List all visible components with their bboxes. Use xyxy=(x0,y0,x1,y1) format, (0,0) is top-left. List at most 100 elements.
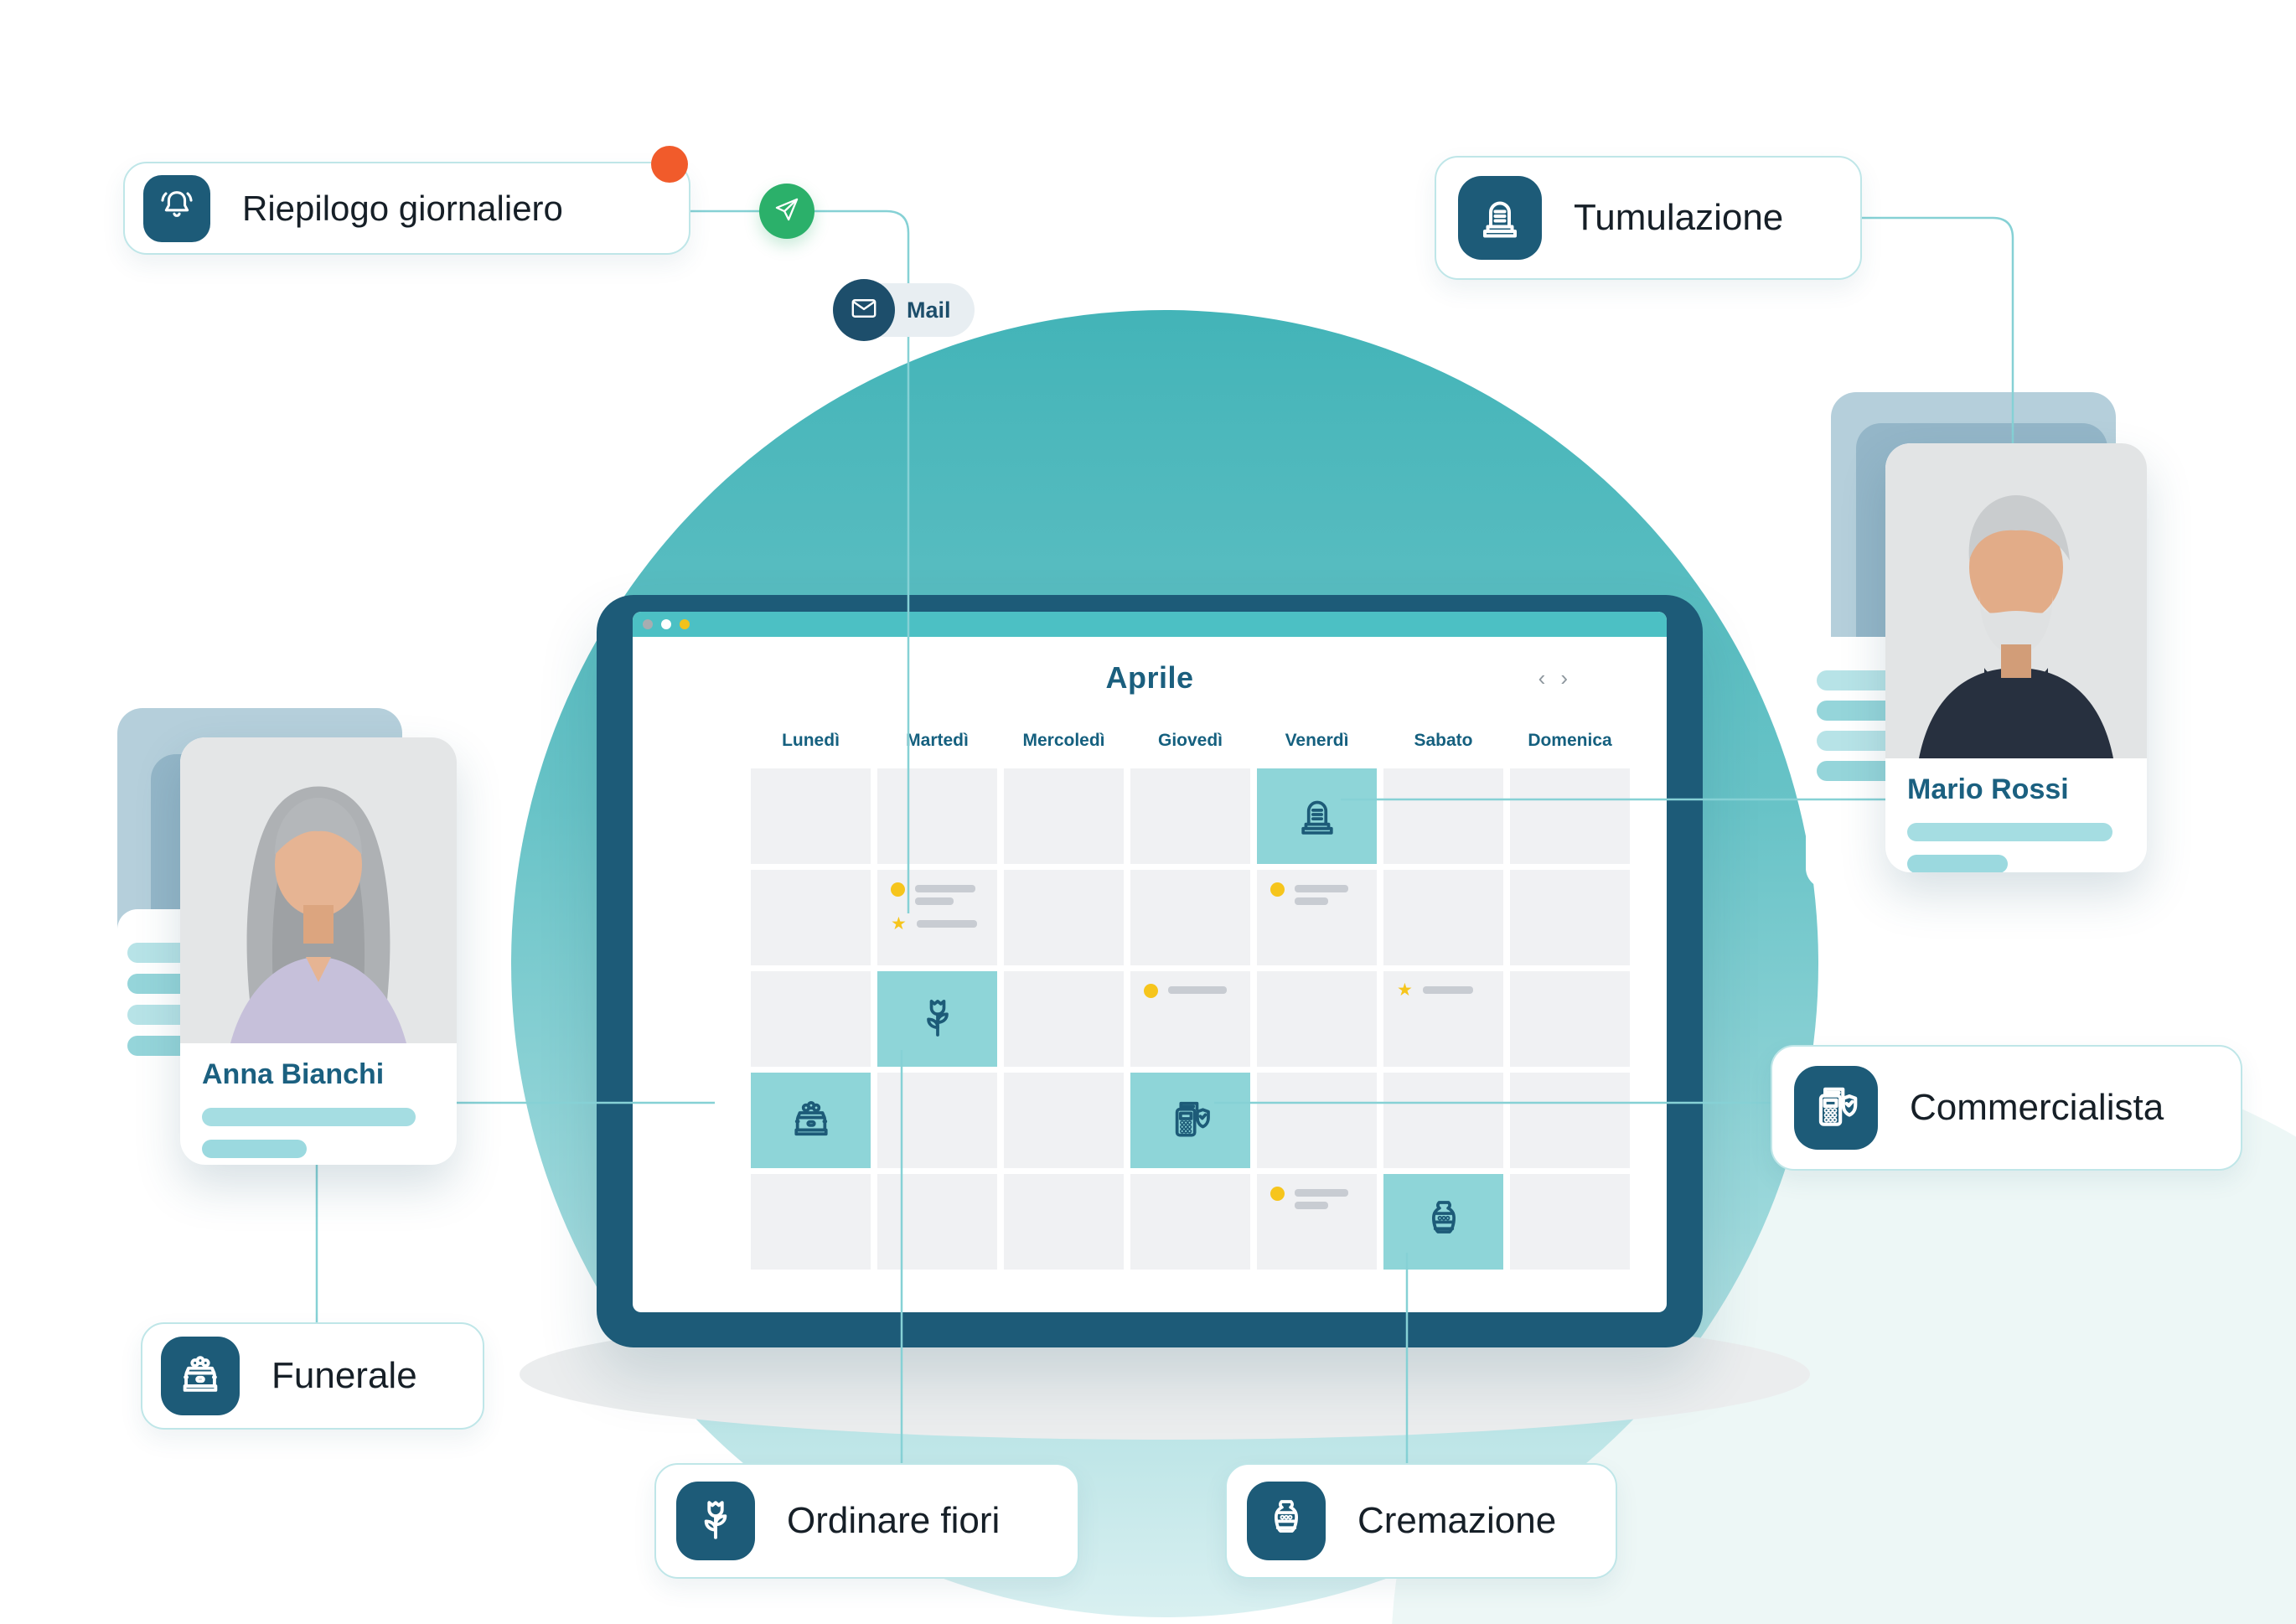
calendar-cell[interactable] xyxy=(1383,870,1503,965)
calendar-cell[interactable] xyxy=(1383,1073,1503,1168)
calendar-cell[interactable] xyxy=(1004,870,1124,965)
calendar-event-note[interactable]: ★ xyxy=(877,870,997,965)
calendar-cell[interactable] xyxy=(1510,1073,1630,1168)
calendar-cell[interactable] xyxy=(1004,1174,1124,1270)
urn-icon xyxy=(1247,1482,1326,1560)
prev-month-button[interactable]: ‹ xyxy=(1538,665,1546,690)
calendar-cell[interactable] xyxy=(751,1174,871,1270)
event-star-icon: ★ xyxy=(891,914,907,934)
callout-riepilogo[interactable]: Riepilogo giornaliero xyxy=(123,162,690,255)
calendar-cell[interactable] xyxy=(1510,971,1630,1067)
callout-tumulazione-label: Tumulazione xyxy=(1574,197,1784,238)
mario-portrait-photo xyxy=(1885,443,2147,758)
person-name-mario: Mario Rossi xyxy=(1907,773,2069,805)
calendar-cell[interactable] xyxy=(877,1073,997,1168)
event-line xyxy=(1144,982,1250,998)
event-text-bar xyxy=(1295,1189,1348,1197)
calendar-cell[interactable] xyxy=(1257,1073,1377,1168)
calendar-grid: ★★ xyxy=(751,768,1630,1270)
calendar-cell[interactable] xyxy=(751,971,871,1067)
calendar-cell[interactable] xyxy=(1510,1174,1630,1270)
mario-detail-bar xyxy=(1907,855,2008,872)
event-dot-marker xyxy=(891,882,905,897)
callout-funerale-label: Funerale xyxy=(271,1355,417,1396)
window-minimize-dot[interactable] xyxy=(661,619,671,629)
next-month-button[interactable]: › xyxy=(1560,665,1568,690)
tombstone-icon xyxy=(1458,176,1542,260)
anna-portrait-photo xyxy=(180,737,457,1043)
day-header-lunedi: Lunedì xyxy=(782,731,840,750)
window-maximize-dot[interactable] xyxy=(680,619,690,629)
calendar-event-urn[interactable] xyxy=(1383,1174,1503,1270)
flower-icon xyxy=(676,1482,755,1560)
event-text-bar xyxy=(916,920,977,928)
mail-badge-label: Mail xyxy=(907,297,951,323)
event-text-bar xyxy=(1295,1202,1328,1209)
day-header-domenica: Domenica xyxy=(1528,731,1612,750)
person-name-anna: Anna Bianchi xyxy=(202,1058,385,1090)
calendar-event-note[interactable] xyxy=(1257,870,1377,965)
calendar-cell[interactable] xyxy=(751,870,871,965)
connector-tumulazione-to-mario xyxy=(1837,216,2014,443)
browser-titlebar xyxy=(633,612,1667,637)
callout-funerale[interactable]: Funerale xyxy=(141,1322,484,1430)
calendar-cell[interactable] xyxy=(1510,768,1630,864)
calendar-cell[interactable] xyxy=(1004,971,1124,1067)
calendar-event-note[interactable]: ★ xyxy=(1383,971,1503,1067)
calendar-cell[interactable] xyxy=(1510,870,1630,965)
coffin-icon xyxy=(161,1337,240,1415)
calendar-cell[interactable] xyxy=(1130,1174,1250,1270)
day-header-venerdi: Venerdì xyxy=(1285,731,1349,750)
calendar-nav: ‹ › xyxy=(1538,665,1568,691)
coffin-icon xyxy=(788,1095,835,1146)
calculator-shield-icon xyxy=(1794,1066,1878,1150)
window-close-dot[interactable] xyxy=(643,619,653,629)
paper-plane-icon xyxy=(773,195,801,228)
calendar-event-tombstone[interactable] xyxy=(1257,768,1377,864)
calendar-cell[interactable] xyxy=(1383,768,1503,864)
event-text-bar xyxy=(1422,986,1473,994)
calendar-cell[interactable] xyxy=(1004,1073,1124,1168)
calendar-cell[interactable] xyxy=(1130,870,1250,965)
calendar-cell[interactable] xyxy=(1130,768,1250,864)
calendar-event-coffin[interactable] xyxy=(751,1073,871,1168)
day-header-martedi: Martedì xyxy=(906,731,969,750)
calendar-cell[interactable] xyxy=(751,768,871,864)
calendar-event-note[interactable] xyxy=(1130,971,1250,1067)
calendar-month-row: Aprile ‹ › xyxy=(633,660,1667,701)
callout-cremazione[interactable]: Cremazione xyxy=(1225,1463,1617,1579)
paper-plane-badge[interactable] xyxy=(759,184,814,239)
callout-cremazione-label: Cremazione xyxy=(1357,1500,1557,1541)
bell-icon xyxy=(143,174,210,242)
notification-dot xyxy=(651,146,688,183)
event-line xyxy=(1270,1185,1377,1209)
mario-detail-bar xyxy=(1907,823,2112,841)
callout-tumulazione[interactable]: Tumulazione xyxy=(1435,156,1862,280)
event-text-bar xyxy=(1168,986,1227,994)
tombstone-icon xyxy=(1294,791,1341,842)
mail-badge[interactable]: Mail xyxy=(833,279,975,341)
person-card-anna[interactable]: Anna Bianchi xyxy=(180,737,457,1165)
event-text-bar xyxy=(1295,897,1328,905)
calendar-event-note[interactable] xyxy=(1257,1174,1377,1270)
callout-commercialista-label: Commercialista xyxy=(1910,1087,2164,1128)
envelope-icon xyxy=(849,293,879,328)
event-line xyxy=(1270,881,1377,905)
callout-commercialista[interactable]: Commercialista xyxy=(1771,1045,2242,1171)
day-header-giovedi: Giovedì xyxy=(1157,731,1223,750)
day-header-sabato: Sabato xyxy=(1414,731,1473,750)
calendar-cell[interactable] xyxy=(1257,971,1377,1067)
calendar-cell[interactable] xyxy=(877,1174,997,1270)
calendar-cell[interactable] xyxy=(1004,768,1124,864)
calendar-event-flower[interactable] xyxy=(877,971,997,1067)
callout-ordinare-fiori[interactable]: Ordinare fiori xyxy=(654,1463,1079,1579)
flower-icon xyxy=(914,994,961,1045)
calendar-cell[interactable] xyxy=(877,768,997,864)
calendar-event-calculator-shield[interactable] xyxy=(1130,1073,1250,1168)
event-text-bar xyxy=(915,885,975,892)
person-card-mario[interactable]: Mario Rossi xyxy=(1885,443,2147,872)
